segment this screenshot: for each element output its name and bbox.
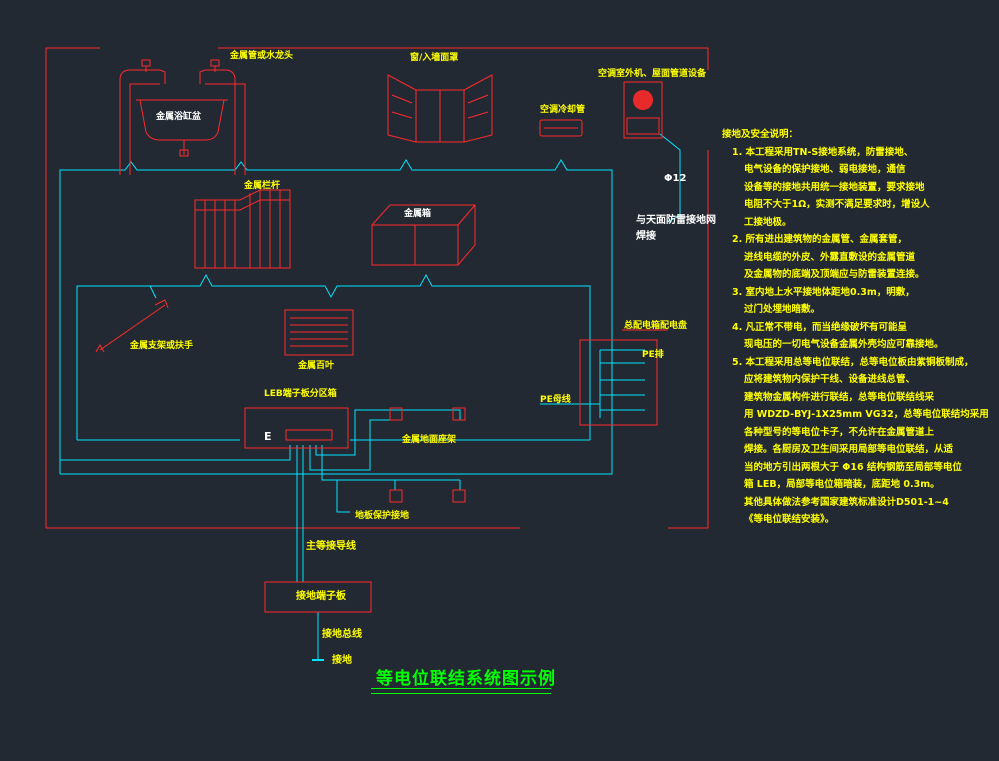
label-roof-ground-2: 焊接 xyxy=(636,231,656,242)
label-distribution-box: 总配电箱配电盘 xyxy=(624,321,688,331)
faucet-icon xyxy=(119,59,246,175)
notes-line: 用 WDZD-BYJ-1X25mm VG32，总等电位联结均采用 xyxy=(744,409,989,420)
label-e-letter: E xyxy=(264,430,272,443)
metal-box-icon xyxy=(371,204,476,266)
louver-icon xyxy=(284,309,354,356)
label-roof-ground-1: 与天面防雷接地网 xyxy=(636,215,716,226)
label-ground: 接地 xyxy=(332,655,352,666)
label-metal-basin: 金属浴缸盆 xyxy=(156,112,202,122)
label-pe-bar: PE排 xyxy=(642,350,664,360)
diagram-title: 等电位联结系统图示例 xyxy=(376,669,556,689)
label-ac-unit: 空调室外机、屋面管道设备 xyxy=(598,69,707,79)
notes-line: 过门处埋地暗敷。 xyxy=(744,304,821,315)
label-metal-floor: 金属地面座架 xyxy=(402,435,457,445)
notes-line: 其他具体做法参考国家建筑标准设计D501-1~4 xyxy=(744,496,949,508)
safety-notes: 接地及安全说明： 1. 本工程采用TN-S接地系统，防雷接地、 电气设备的保护接… xyxy=(722,126,992,529)
notes-line: 1. 本工程采用TN-S接地系统，防雷接地、 xyxy=(732,146,914,158)
label-metal-box: 金属箱 xyxy=(404,209,432,219)
notes-line: 应将建筑物内保护干线、设备进线总管、 xyxy=(744,374,916,385)
railing-icon xyxy=(194,189,291,269)
notes-line: 3. 室内地上水平接地体距地0.3m，明敷， xyxy=(732,286,915,298)
handrail-icon xyxy=(95,299,169,353)
notes-heading: 接地及安全说明： xyxy=(722,129,799,140)
window-icon xyxy=(387,74,493,143)
basin-icon xyxy=(136,99,228,157)
label-terminal-board: 接地端子板 xyxy=(296,591,346,602)
notes-line: 进线电缆的外皮、外露直敷设的金属管道 xyxy=(744,251,916,263)
notes-line: 及金属物的底端及顶端应与防雷装置连接。 xyxy=(744,269,925,280)
label-louver: 金属百叶 xyxy=(298,361,335,371)
notes-line: 建筑物金属构件进行联结，总等电位联结线采 xyxy=(744,391,935,403)
label-railing: 金属栏杆 xyxy=(244,181,281,191)
equipment xyxy=(95,59,668,613)
ac-unit-icon xyxy=(623,81,663,139)
notes-line: 各种型号的等电位卡子，不允许在金属管道上 xyxy=(744,426,935,438)
notes-line: 现电压的一切电气设备金属外壳均应可靠接地。 xyxy=(744,339,944,350)
notes-line: 《等电位联结安装》。 xyxy=(744,514,835,525)
floor-frame-icon xyxy=(389,407,466,503)
label-door-window: 窗/入墙面罩 xyxy=(410,53,459,63)
notes-line: 设备等的接地共用统一接地装置，要求接地 xyxy=(744,181,925,193)
leb-box-icon xyxy=(244,407,349,449)
ac-pipe-icon xyxy=(539,119,583,137)
notes-line: 5. 本工程采用总等电位联结，总等电位板由紫铜板制成， xyxy=(732,356,974,368)
boundary-frame xyxy=(45,47,709,529)
title-underline xyxy=(371,688,551,694)
notes-line: 2. 所有进出建筑物的金属管、金属套管， xyxy=(732,234,908,245)
label-main-bond: 主等接导线 xyxy=(306,541,356,552)
pe-bar-box xyxy=(579,339,658,426)
notes-line: 焊接。各厨房及卫生间采用局部等电位联结，从适 xyxy=(744,444,954,455)
notes-line: 箱 LEB，局部等电位箱暗装，底距地 0.3m。 xyxy=(744,479,940,490)
notes-line: 电气设备的保护接地、弱电接地，通信 xyxy=(744,164,906,175)
bonding-wires xyxy=(59,133,681,661)
label-ac-pipe: 空调冷却管 xyxy=(540,105,586,115)
label-floor-protect: 地板保护接地 xyxy=(355,511,410,521)
notes-line: 4. 凡正常不带电，而当绝缘破坏有可能呈 xyxy=(732,321,908,333)
label-handrail: 金属支架或扶手 xyxy=(130,341,194,351)
notes-line: 电阻不大于1Ω，实测不满足要求时，增设人 xyxy=(744,199,930,210)
label-phi12: Φ12 xyxy=(664,173,687,184)
terminal-board-box xyxy=(264,581,372,613)
label-ground-trunk: 接地总线 xyxy=(322,629,362,640)
label-pe-line: PE母线 xyxy=(540,395,571,405)
notes-line: 当的地方引出两根大于 Φ16 结构钢筋至局部等电位 xyxy=(744,461,962,473)
notes-line: 工接地极。 xyxy=(744,216,792,228)
label-leb: LEB端子板分区箱 xyxy=(264,389,337,399)
label-metal-faucet: 金属管或水龙头 xyxy=(230,51,294,61)
